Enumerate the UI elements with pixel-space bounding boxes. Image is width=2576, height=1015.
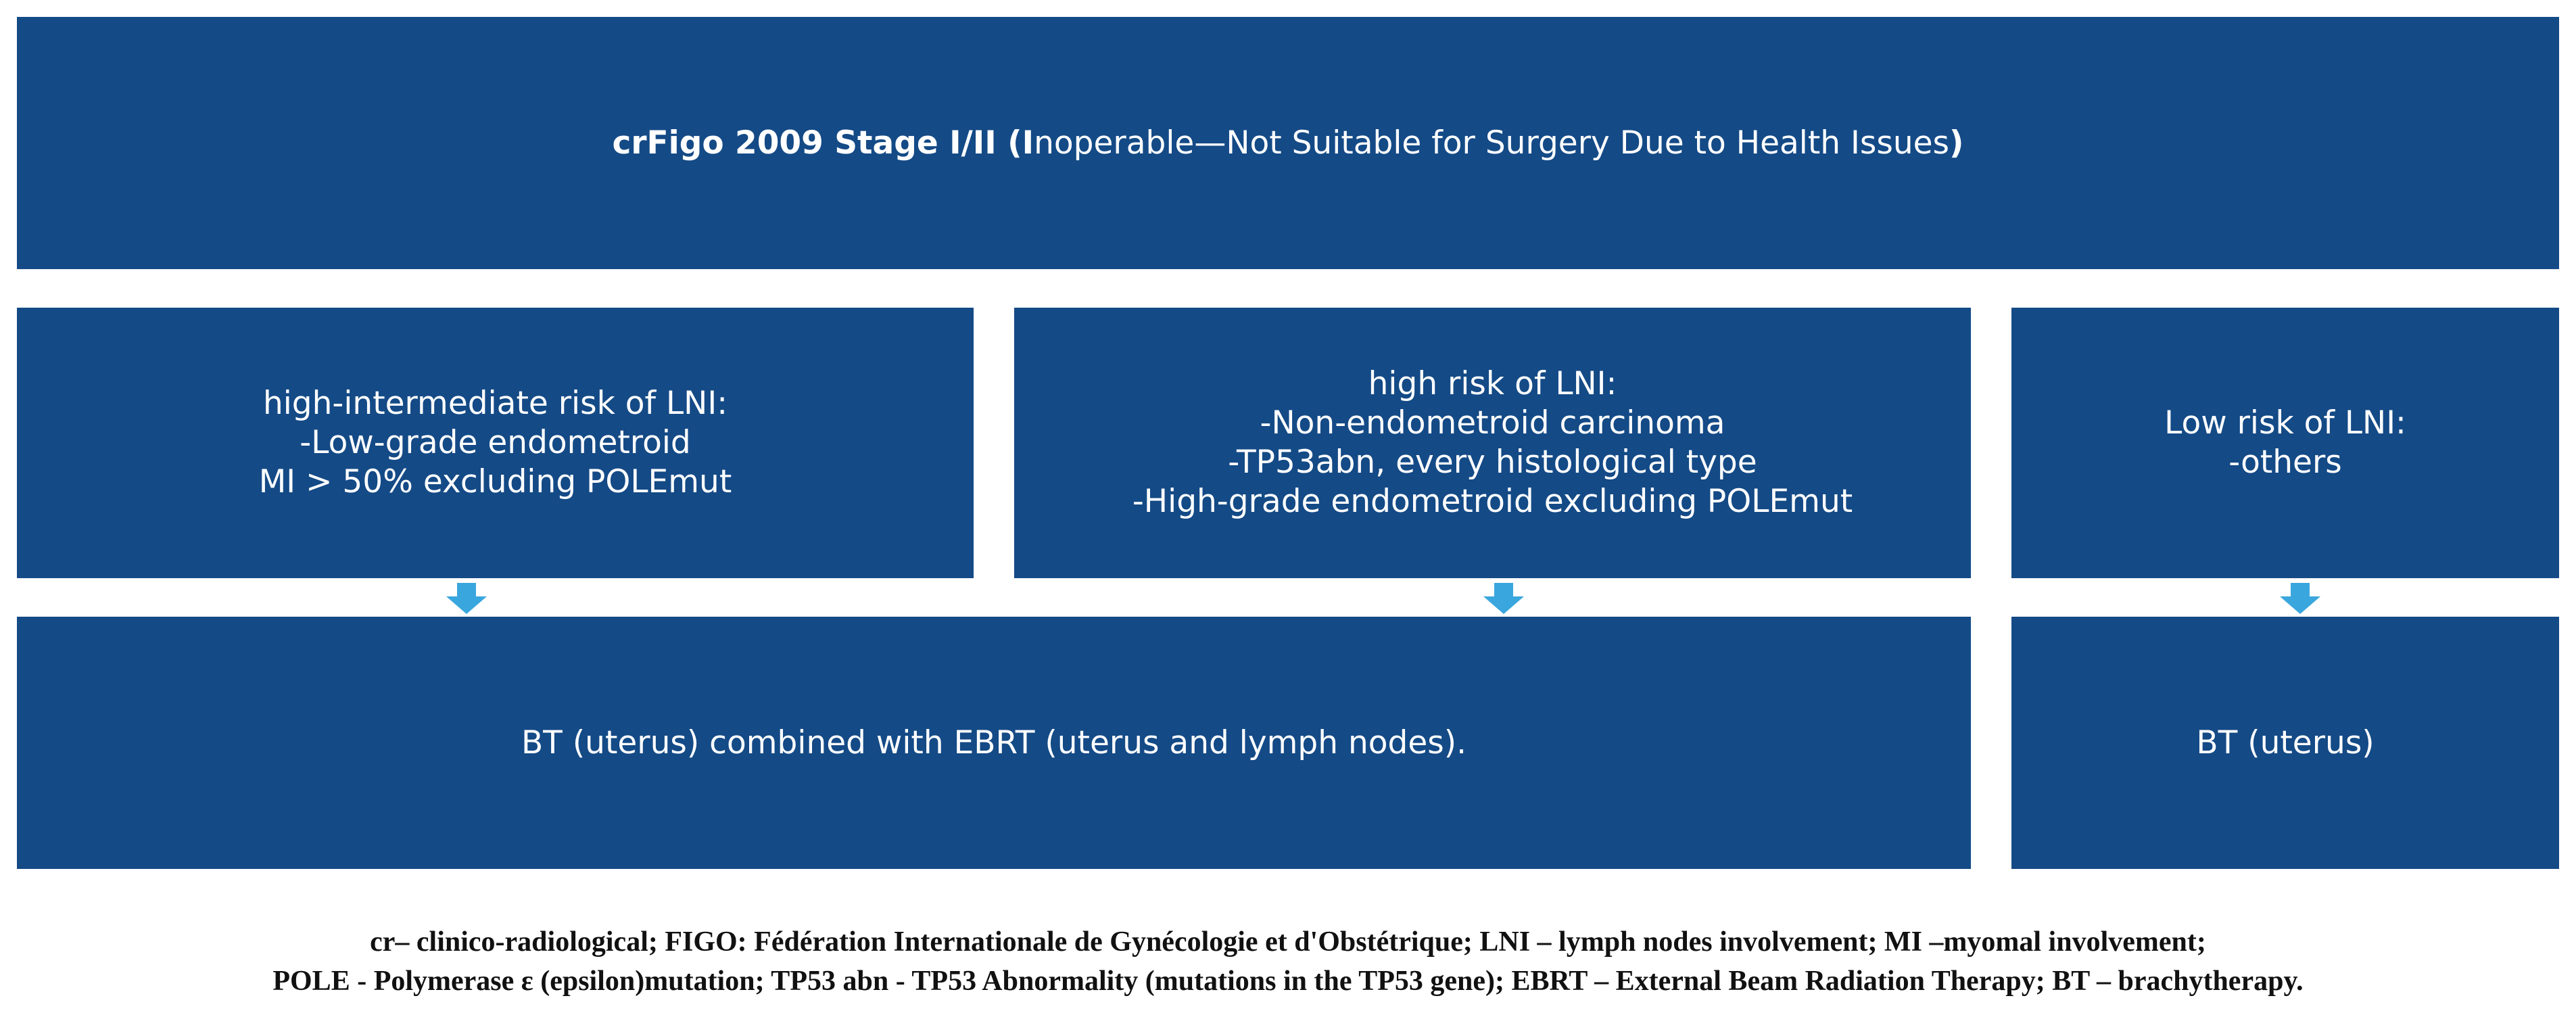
title-close-paren: ) [1949, 124, 1964, 162]
high-intermediate-risk-heading: high-intermediate risk of LNI: [262, 385, 728, 422]
high-risk-criterion: -Non-endometroid carcinoma [1260, 404, 1725, 442]
low-risk-heading: Low risk of LNI: [2164, 404, 2406, 442]
bt-only-treatment-label: BT (uterus) [2196, 724, 2375, 761]
combined-treatment-box: BT (uterus) combined with EBRT (uterus a… [17, 617, 1971, 869]
title-bold-part: crFigo 2009 Stage I/II ( [612, 124, 1022, 162]
high-risk-box: high risk of LNI: -Non-endometroid carci… [1014, 308, 1971, 578]
bt-only-treatment-box: BT (uterus) [2011, 617, 2559, 869]
high-risk-heading: high risk of LNI: [1368, 365, 1617, 402]
title-bold-initial: I [1022, 124, 1034, 162]
low-risk-criterion: -others [2228, 444, 2342, 481]
high-risk-criterion: -High-grade endometroid excluding POLEmu… [1132, 483, 1853, 520]
abbreviations-footnote-line-1: cr– clinico-radiological; FIGO: Fédérati… [370, 926, 2206, 958]
high-intermediate-risk-criterion: MI > 50% excluding POLEmut [258, 463, 732, 500]
arrow-down-icon [446, 583, 487, 614]
abbreviations-footnote-line-2: POLE - Polymerase ε (epsilon)mutation; T… [272, 966, 2304, 997]
high-intermediate-risk-box: high-intermediate risk of LNI: -Low-grad… [17, 308, 974, 578]
arrow-down-icon [2280, 583, 2320, 614]
arrow-down-icon [1483, 583, 1524, 614]
low-risk-box: Low risk of LNI: -others [2011, 308, 2559, 578]
combined-treatment-label: BT (uterus) combined with EBRT (uterus a… [521, 724, 1467, 761]
high-risk-criterion: -TP53abn, every histological type [1228, 444, 1757, 481]
stage-header-title: crFigo 2009 Stage I/II (Inoperable—Not S… [612, 124, 1963, 163]
high-intermediate-risk-criterion: -Low-grade endometroid [300, 424, 691, 461]
stage-header-box: crFigo 2009 Stage I/II (Inoperable—Not S… [17, 17, 2559, 269]
title-regular-part: noperable—Not Suitable for Surgery Due t… [1034, 124, 1950, 162]
